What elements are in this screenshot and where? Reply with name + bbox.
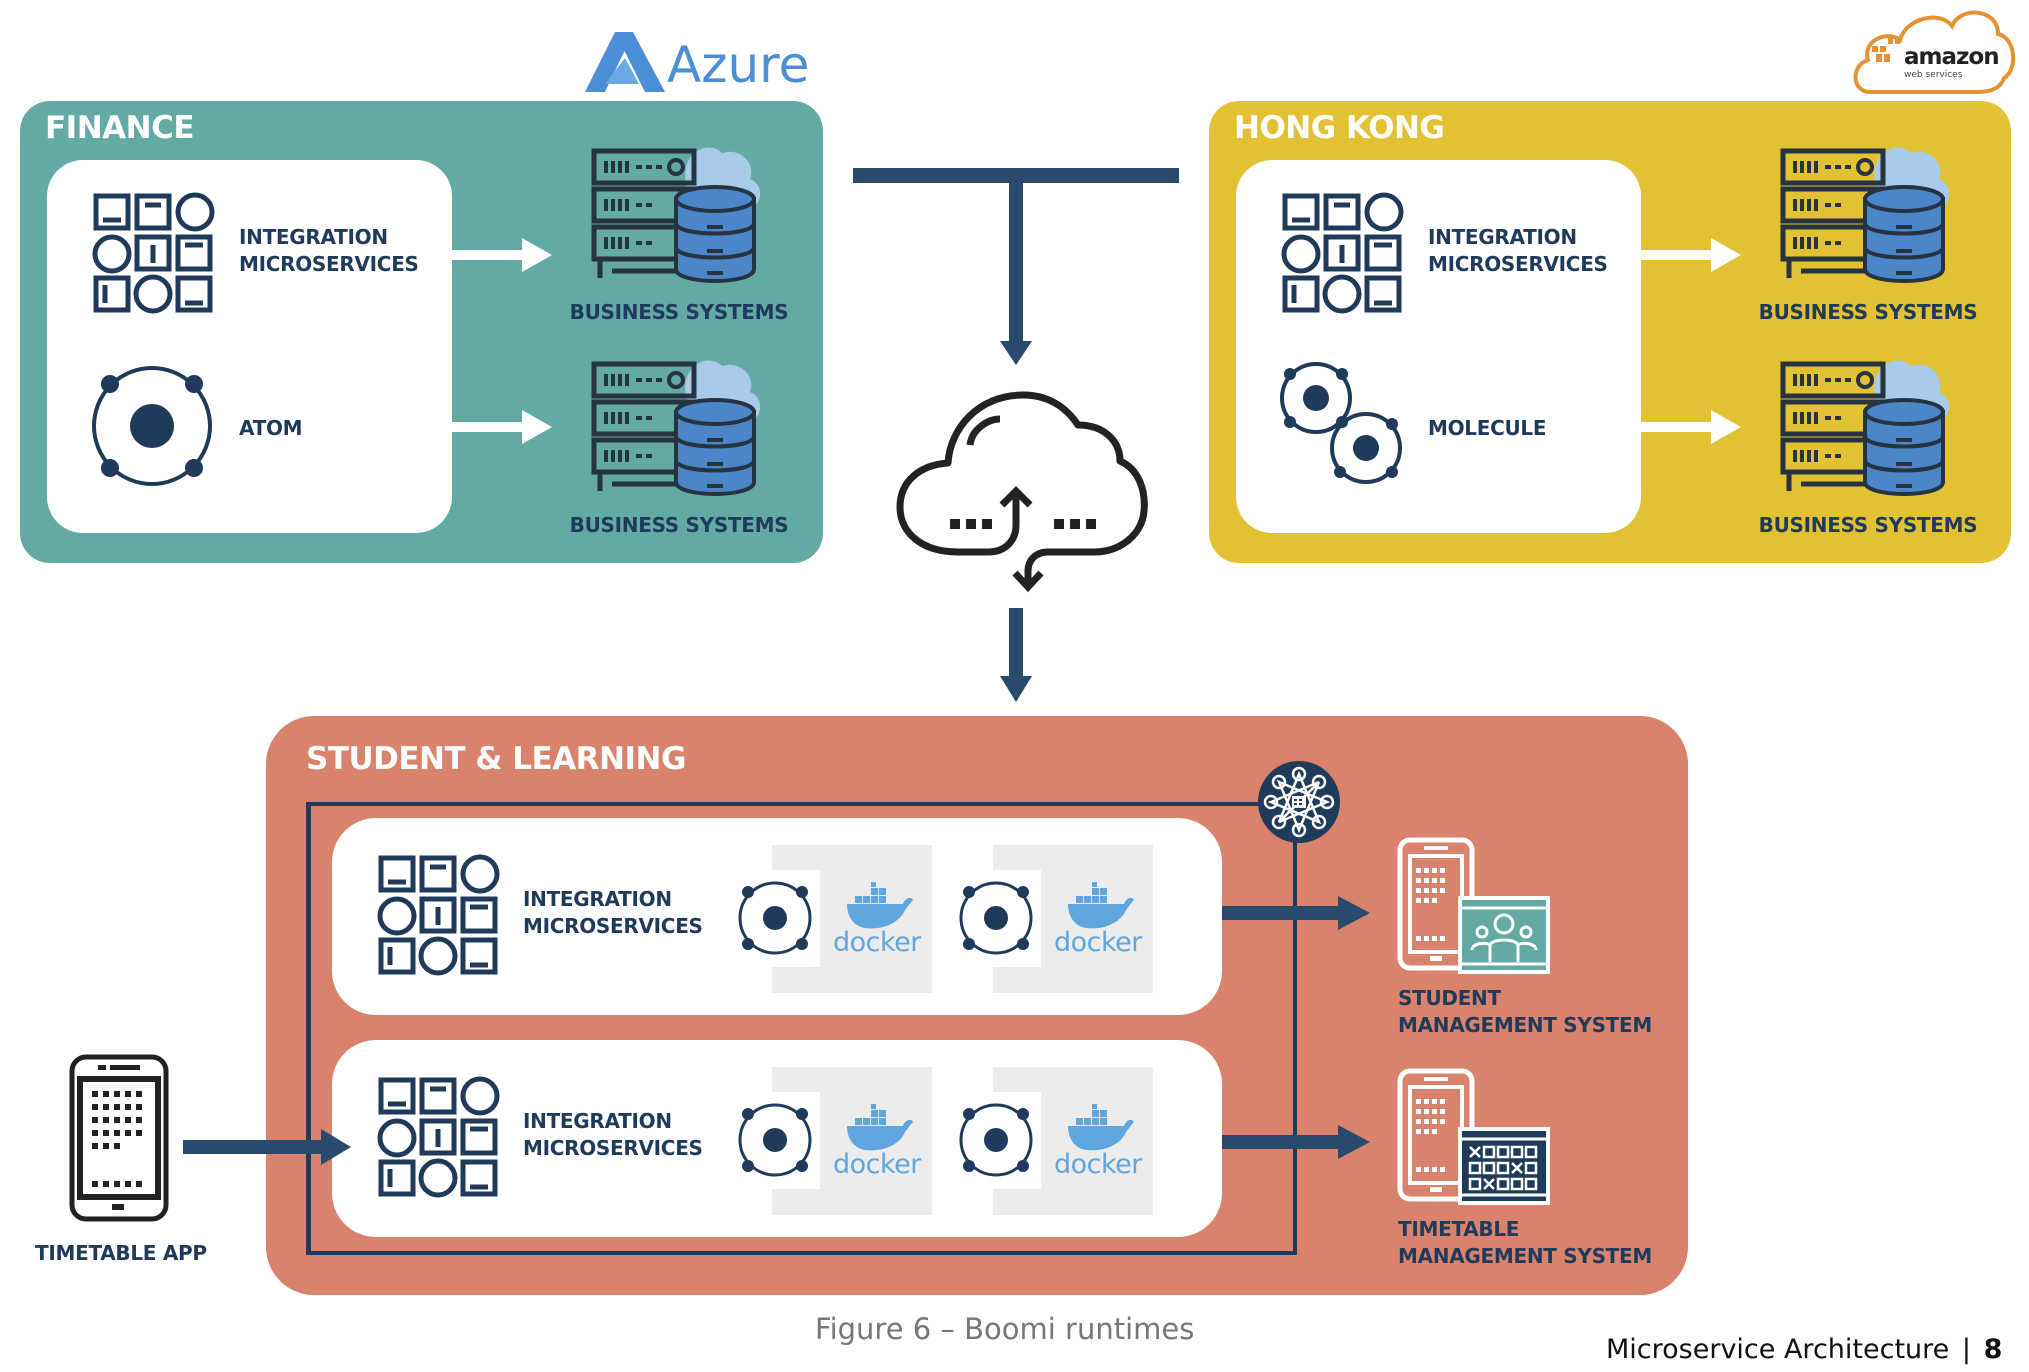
azure-logo-text: Azure [667, 36, 810, 94]
finance-integration-label: INTEGRATION MICROSERVICES [239, 225, 419, 276]
arrow-right-icon [183, 1129, 351, 1165]
hong-kong-business-systems-label: BUSINESS SYSTEMS [1758, 513, 1978, 537]
arrow-down-icon [1000, 608, 1032, 702]
docker-label: docker [833, 1149, 921, 1180]
network-hub-icon [1258, 761, 1340, 843]
docker-whale-icon [847, 1104, 913, 1151]
student-management-system-icon [1397, 837, 1550, 974]
row2-integration-label: INTEGRATION MICROSERVICES [523, 1109, 703, 1160]
arrow-right-icon [452, 410, 552, 444]
aws-logo-text: amazon [1904, 44, 2000, 70]
hong-kong-integration-label: INTEGRATION MICROSERVICES [1428, 225, 1608, 276]
arrow-right-icon [1641, 238, 1741, 272]
business-system-server-icon [1780, 147, 1950, 283]
finance-title: FINANCE [45, 110, 195, 146]
hong-kong-business-systems-label: BUSINESS SYSTEMS [1758, 300, 1978, 324]
docker-whale-icon [1068, 882, 1134, 929]
business-system-server-icon [591, 360, 761, 496]
atom-icon [959, 881, 1033, 955]
microservices-grid-icon [377, 854, 500, 976]
business-system-server-icon [1780, 360, 1950, 496]
aws-cloud-icon [1853, 10, 2016, 94]
finance-business-systems-label: BUSINESS SYSTEMS [569, 513, 789, 537]
hong-kong-title: HONG KONG [1234, 110, 1445, 146]
student-management-system-label: STUDENT MANAGEMENT SYSTEM [1398, 986, 1652, 1037]
row1-integration-label: INTEGRATION MICROSERVICES [523, 887, 703, 938]
arrow-right-icon [1641, 410, 1741, 444]
timetable-management-system-label: TIMETABLE MANAGEMENT SYSTEM [1398, 1217, 1652, 1268]
finance-business-systems-label: BUSINESS SYSTEMS [569, 300, 789, 324]
molecule-icon [1280, 362, 1402, 484]
atom-icon [959, 1103, 1033, 1177]
timetable-app-phone-icon [69, 1054, 169, 1222]
docker-label: docker [1054, 1149, 1142, 1180]
footer-separator: | [1961, 1334, 1971, 1365]
docker-whale-icon [847, 882, 913, 929]
docker-label: docker [833, 927, 921, 958]
student-learning-title: STUDENT & LEARNING [306, 741, 686, 777]
merge-connector-arrow [853, 168, 1179, 365]
timetable-management-system-icon [1397, 1068, 1550, 1205]
arrow-right-icon [452, 238, 552, 272]
aws-logo-subtext: web services [1904, 70, 1963, 80]
arrow-right-icon [1222, 896, 1370, 930]
microservices-grid-icon [92, 192, 215, 314]
docker-label: docker [1054, 927, 1142, 958]
hong-kong-molecule-label: MOLECULE [1428, 416, 1547, 440]
timetable-app-label: TIMETABLE APP [35, 1241, 207, 1265]
figure-caption: Figure 6 – Boomi runtimes [815, 1312, 1195, 1346]
docker-whale-icon [1068, 1104, 1134, 1151]
atom-icon [738, 1103, 812, 1177]
atom-icon [92, 366, 212, 486]
atom-icon [738, 881, 812, 955]
finance-atom-label: ATOM [239, 416, 303, 440]
footer-title: Microservice Architecture [1606, 1334, 1950, 1365]
runtime-cluster-frame [306, 802, 1297, 1255]
microservices-grid-icon [1281, 192, 1404, 314]
page-number: 8 [1983, 1334, 2003, 1365]
page-footer: Microservice Architecture | 8 [1606, 1334, 2002, 1365]
arrow-right-icon [1222, 1125, 1370, 1159]
azure-logo-icon [585, 32, 665, 92]
cloud-sync-icon [896, 391, 1148, 593]
microservices-grid-icon [377, 1076, 500, 1198]
business-system-server-icon [591, 147, 761, 283]
